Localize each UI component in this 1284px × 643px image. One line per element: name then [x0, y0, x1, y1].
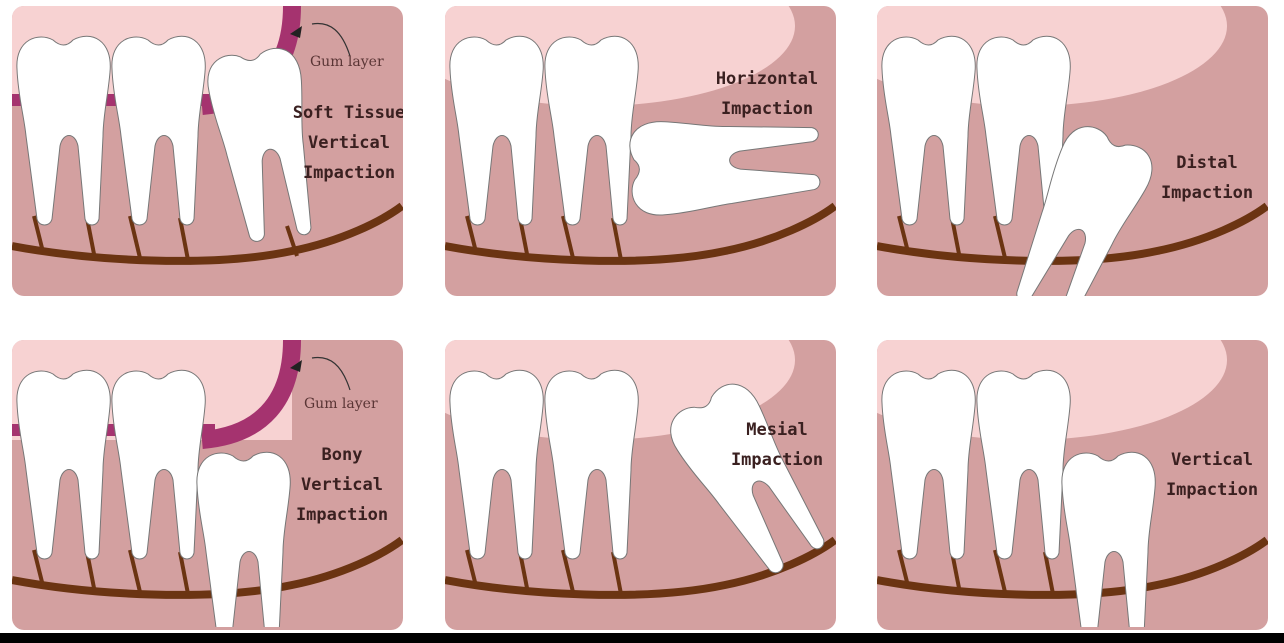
arrow-head: [290, 360, 302, 372]
bony-illustration: [12, 340, 403, 627]
nerve-branch: [128, 549, 142, 593]
horizontal-illustration: [445, 6, 836, 265]
label-line: Impaction: [720, 99, 814, 119]
distal-illustration: [877, 6, 1268, 296]
nerve-branch: [611, 217, 623, 261]
panel-label: Horizontal Impaction: [707, 64, 827, 124]
tooth: [976, 369, 1071, 560]
nerve-branch: [561, 215, 575, 259]
nerve-canal: [12, 202, 403, 265]
nerve-branch: [465, 549, 477, 583]
nerve-branch: [993, 215, 1007, 259]
mesial-illustration: [445, 340, 836, 599]
label-line: Impaction: [1160, 183, 1254, 203]
tooth: [16, 369, 111, 560]
gum-layer-label: Gum layer: [304, 396, 378, 412]
panel-mesial: Mesial Impaction: [445, 340, 836, 630]
nerve-branch: [897, 215, 909, 249]
nerve-canal: [445, 202, 836, 265]
panel-bony-vertical: Gum layer Bony Vertical Impaction: [12, 340, 403, 630]
panel-soft-tissue-vertical: Gum layer Soft Tissue Vertical Impaction: [12, 6, 403, 296]
arrow-line: [311, 356, 351, 391]
tooth: [881, 35, 976, 226]
tooth: [449, 369, 544, 560]
tooth: [111, 369, 206, 560]
tooth: [111, 35, 206, 226]
panel-label: Soft Tissue Vertical Impaction: [290, 98, 403, 188]
nerve-branch: [128, 215, 142, 259]
label-line: Soft Tissue: [292, 103, 403, 123]
nerve-branch: [897, 549, 909, 583]
tooth: [196, 451, 291, 627]
nerve-branch: [178, 551, 190, 595]
nerve-branch: [561, 549, 575, 593]
panel-label: Mesial Impaction: [717, 415, 836, 475]
nerve-branch: [1043, 551, 1055, 595]
label-line: Vertical: [301, 475, 383, 495]
tooth: [670, 383, 825, 574]
tooth: [449, 35, 544, 226]
label-line: Impaction: [295, 505, 389, 525]
panel-vertical: Vertical Impaction: [877, 340, 1268, 630]
panel-distal: Distal Impaction: [877, 6, 1268, 296]
tooth: [544, 35, 639, 226]
nerve-branch: [32, 549, 44, 583]
label-line: Vertical: [308, 133, 390, 153]
nerve-branch: [611, 551, 623, 595]
tooth: [881, 369, 976, 560]
label-line: Mesial: [746, 420, 808, 440]
arrow-head: [290, 26, 302, 38]
tooth: [16, 35, 111, 226]
panel-label: Distal Impaction: [1152, 148, 1262, 208]
tooth: [1061, 451, 1156, 627]
label-line: Impaction: [730, 450, 824, 470]
tooth: [629, 121, 821, 216]
arrow-line: [311, 22, 351, 57]
nerve-branch: [465, 215, 477, 249]
label-line: Bony: [321, 445, 363, 465]
label-line: Vertical: [1171, 450, 1253, 470]
panel-horizontal: Horizontal Impaction: [445, 6, 836, 296]
bottom-border: [0, 633, 1284, 643]
label-line: Horizontal: [715, 69, 819, 89]
nerve-branch: [178, 217, 190, 261]
gum-arc: [201, 340, 301, 449]
nerve-canal: [445, 536, 836, 599]
label-line: Impaction: [302, 163, 396, 183]
nerve-branch: [993, 549, 1007, 593]
vertical-illustration: [877, 340, 1268, 627]
soft-tissue-illustration: [12, 6, 403, 265]
gum-layer-label: Gum layer: [310, 54, 384, 70]
tooth: [1016, 126, 1153, 296]
label-line: Impaction: [1165, 480, 1259, 500]
panel-label: Bony Vertical Impaction: [282, 440, 402, 530]
tooth: [207, 47, 312, 242]
tooth: [544, 369, 639, 560]
panel-label: Vertical Impaction: [1152, 445, 1268, 505]
label-line: Distal: [1176, 153, 1238, 173]
nerve-canal: [877, 202, 1268, 265]
nerve-branch: [32, 215, 44, 249]
